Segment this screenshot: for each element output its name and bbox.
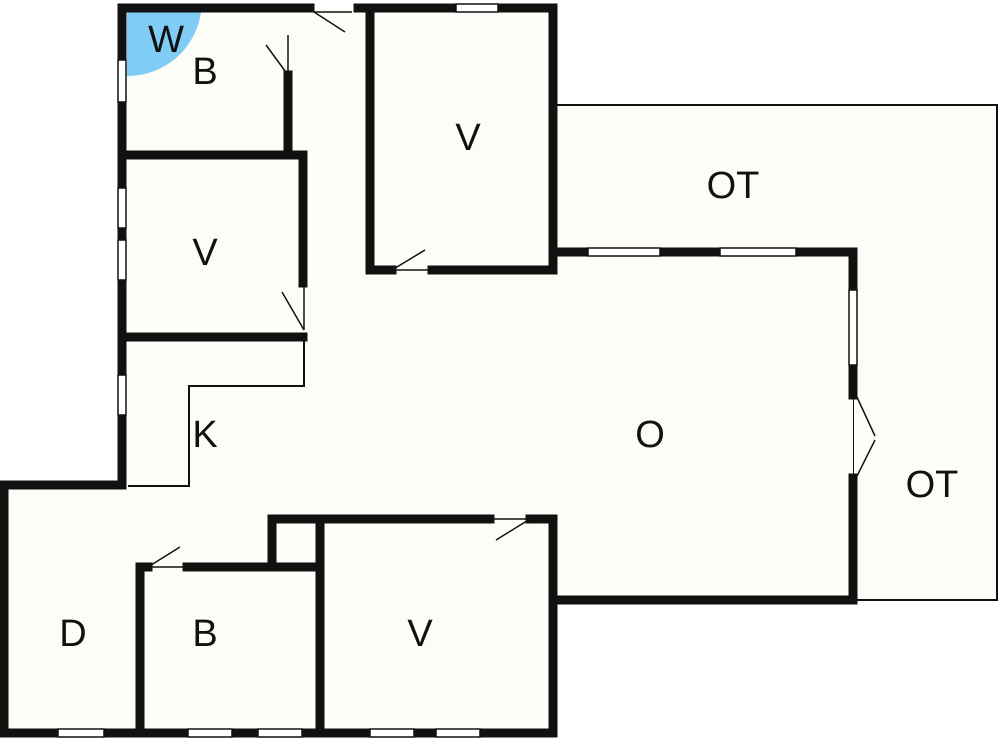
window <box>848 289 858 366</box>
interior-floor <box>4 8 853 733</box>
room-labels: W B V OT V K O OT D B V <box>59 19 958 655</box>
label-w: W <box>148 19 184 61</box>
washer-icon <box>127 12 201 77</box>
label-o: O <box>635 414 665 456</box>
label-ot-right: OT <box>906 464 959 506</box>
window <box>117 187 127 229</box>
window <box>587 247 661 257</box>
thin-lines <box>128 338 305 487</box>
label-b-top: B <box>192 51 217 93</box>
label-d: D <box>59 613 86 655</box>
label-k: K <box>192 414 217 456</box>
window <box>187 728 233 738</box>
windows <box>57 3 858 738</box>
window <box>455 3 499 13</box>
window <box>369 728 415 738</box>
label-ot-top: OT <box>707 165 760 207</box>
window <box>257 728 303 738</box>
label-v-left: V <box>192 232 218 274</box>
window <box>719 247 797 257</box>
label-b-bottom: B <box>192 613 217 655</box>
window <box>435 728 481 738</box>
window <box>57 728 105 738</box>
label-v-top-center: V <box>455 117 481 159</box>
window <box>117 59 127 103</box>
window <box>117 239 127 281</box>
window <box>117 374 127 416</box>
label-v-bottom: V <box>407 613 433 655</box>
doors <box>147 11 876 568</box>
